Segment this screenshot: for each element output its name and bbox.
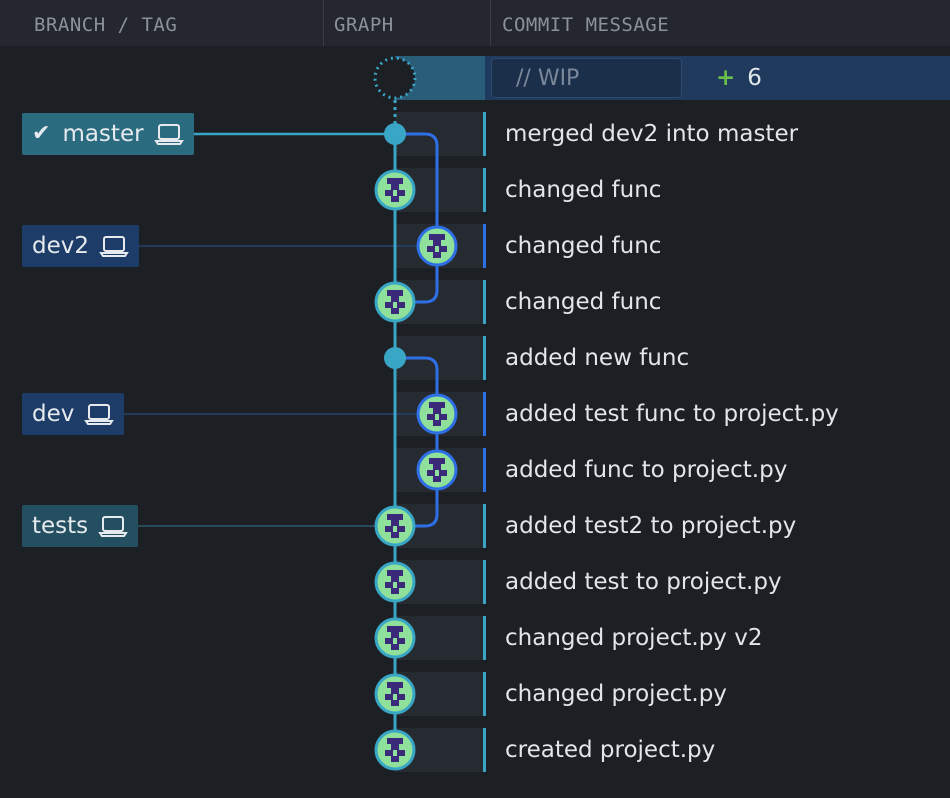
- lane-indicator: [483, 448, 486, 492]
- wip-count-value: 6: [747, 65, 762, 91]
- commit-message[interactable]: added new func: [505, 345, 690, 371]
- branch-name: dev2: [32, 233, 89, 259]
- author-avatar-icon[interactable]: [416, 225, 458, 267]
- commit-message[interactable]: added func to project.py: [505, 457, 788, 483]
- branch-tag-column-header[interactable]: BRANCH / TAG: [34, 14, 178, 36]
- branch-name: master: [62, 121, 144, 147]
- author-avatar-icon[interactable]: [374, 673, 416, 715]
- merge-commit-node[interactable]: [384, 347, 406, 369]
- author-avatar-icon[interactable]: [374, 729, 416, 771]
- lane-indicator: [483, 728, 486, 772]
- checkmark-icon: ✔: [32, 121, 51, 146]
- author-avatar-icon[interactable]: [374, 281, 416, 323]
- author-avatar-icon[interactable]: [374, 505, 416, 547]
- branch-label-tests[interactable]: tests: [22, 505, 139, 547]
- wip-node-icon[interactable]: [373, 56, 417, 100]
- commit-message[interactable]: changed func: [505, 233, 662, 259]
- author-avatar-icon[interactable]: [374, 561, 416, 603]
- commit-message-column-header[interactable]: COMMIT MESSAGE: [502, 14, 670, 36]
- commit-message[interactable]: created project.py: [505, 737, 716, 763]
- commit-message[interactable]: added test to project.py: [505, 569, 782, 595]
- commit-message[interactable]: changed project.py: [505, 681, 727, 707]
- commit-message[interactable]: changed func: [505, 177, 662, 203]
- lane-indicator: [483, 504, 486, 548]
- graph-column-header[interactable]: GRAPH: [334, 14, 394, 36]
- author-avatar-icon[interactable]: [374, 617, 416, 659]
- lane-indicator: [483, 672, 486, 716]
- commit-message[interactable]: added test func to project.py: [505, 401, 839, 427]
- laptop-icon: [153, 124, 184, 145]
- branch-name: dev: [32, 401, 75, 427]
- lane-indicator: [483, 616, 486, 660]
- wip-file-count: +6: [716, 58, 762, 98]
- lane-indicator: [483, 280, 486, 324]
- wip-summary-input[interactable]: // WIP: [491, 58, 682, 98]
- dev-lane-line: [395, 356, 439, 528]
- plus-icon: +: [716, 65, 736, 91]
- commit-message[interactable]: changed project.py v2: [505, 625, 763, 651]
- commit-message[interactable]: merged dev2 into master: [505, 121, 799, 147]
- lane-indicator: [483, 560, 486, 604]
- column-divider[interactable]: [490, 0, 491, 46]
- lane-indicator: [483, 168, 486, 212]
- author-avatar-icon[interactable]: [374, 169, 416, 211]
- lane-indicator: [483, 336, 486, 380]
- author-avatar-icon[interactable]: [416, 449, 458, 491]
- branch-label-dev[interactable]: dev: [22, 393, 125, 435]
- branch-name: tests: [32, 513, 89, 539]
- author-avatar-icon[interactable]: [416, 393, 458, 435]
- commit-message[interactable]: changed func: [505, 289, 662, 315]
- branch-label-master[interactable]: ✔ master: [22, 113, 194, 155]
- branch-label-dev2[interactable]: dev2: [22, 225, 139, 267]
- commit-message[interactable]: added test2 to project.py: [505, 513, 797, 539]
- column-divider[interactable]: [323, 0, 324, 46]
- laptop-icon: [99, 236, 129, 257]
- column-header: BRANCH / TAG GRAPH COMMIT MESSAGE: [0, 0, 950, 46]
- lane-indicator: [483, 392, 486, 436]
- lane-indicator: [483, 224, 486, 268]
- laptop-icon: [84, 404, 115, 425]
- laptop-icon: [98, 516, 129, 537]
- lane-indicator: [483, 112, 486, 156]
- merge-commit-node[interactable]: [384, 123, 406, 145]
- dev2-lane-line: [395, 132, 439, 304]
